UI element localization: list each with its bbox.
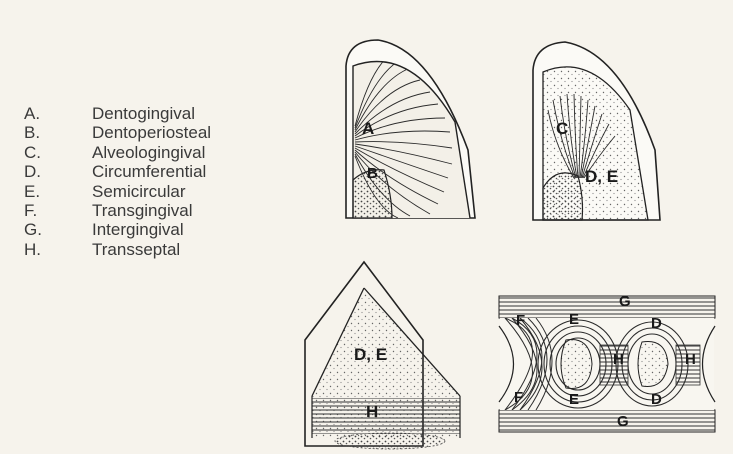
label-a: A [362, 119, 374, 138]
label-e-top: E [569, 311, 579, 328]
label-e-bottom: E [569, 391, 579, 408]
label-g-top: G [619, 293, 631, 310]
label-f-top: F [516, 312, 525, 329]
label-h-panel3: H [366, 402, 378, 421]
label-d-bottom: D [651, 391, 662, 408]
label-de-panel2: D, E [585, 167, 618, 186]
label-c: C [556, 119, 568, 138]
label-g-bottom: G [617, 413, 629, 430]
label-f-bottom: F [514, 389, 523, 406]
label-h-left: H [613, 351, 624, 368]
panel-cross-section [499, 296, 715, 432]
label-de-panel3: D, E [354, 345, 387, 364]
panel-alveologingival [533, 42, 660, 220]
label-d-top: D [651, 315, 662, 332]
label-h-right: H [685, 351, 696, 368]
label-b: B [367, 165, 378, 182]
